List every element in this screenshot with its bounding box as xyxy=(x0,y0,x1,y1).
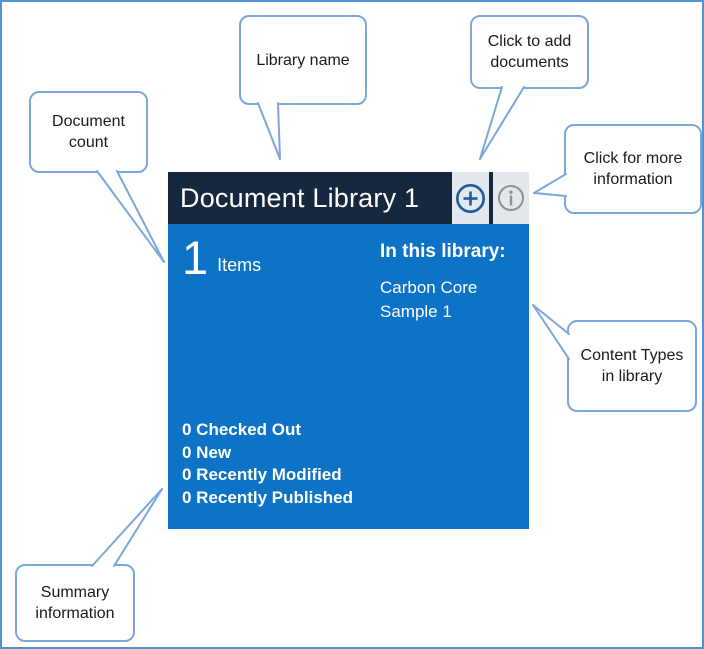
library-title: Document Library 1 xyxy=(180,182,420,213)
callout-document-count: Document count xyxy=(29,91,148,173)
item-count: 1 xyxy=(182,231,209,284)
callout-label: Content Types xyxy=(580,347,684,364)
item-count-label: Items xyxy=(217,255,262,275)
callout-label: information xyxy=(593,171,673,188)
tile-body: 1 Items In this library: Carbon Core Sam… xyxy=(168,224,529,529)
callout-label: count xyxy=(68,134,109,151)
summary-recently-published: 0 Recently Published xyxy=(182,487,353,507)
item-count-row: 1 Items xyxy=(182,234,261,281)
callout-label: Document xyxy=(52,113,125,130)
callout-label: information xyxy=(35,605,115,622)
info-circle-icon xyxy=(498,185,524,211)
content-type-item: Sample 1 xyxy=(380,302,452,321)
tile-header[interactable]: Document Library 1 xyxy=(168,172,529,224)
summary-recently-modified: 0 Recently Modified xyxy=(182,465,342,484)
summary-new: 0 New xyxy=(182,442,232,462)
callout-click-to-add: Click to add documents xyxy=(470,15,589,89)
in-library-heading: In this library: xyxy=(380,241,506,262)
callout-more-information: Click for more information xyxy=(564,124,702,214)
callout-tail xyxy=(257,102,281,160)
callout-tail xyxy=(91,488,163,567)
callout-label: Library name xyxy=(256,51,350,69)
content-type-item: Carbon Core xyxy=(380,278,478,297)
document-library-tile[interactable]: Document Library 1 xyxy=(168,172,529,529)
callout-summary-information: Summary information xyxy=(15,564,135,642)
callout-label: documents xyxy=(490,54,569,71)
callout-tail xyxy=(533,173,567,197)
callout-content-types: Content Types in library xyxy=(567,320,697,412)
header-buttons xyxy=(452,172,529,224)
callout-label: Click for more xyxy=(583,150,683,167)
callout-tail xyxy=(96,170,165,263)
more-information-button[interactable] xyxy=(493,172,529,224)
callout-label: in library xyxy=(601,368,663,385)
callout-label: Click to add xyxy=(487,33,572,50)
summary-section: 0 Checked Out 0 New 0 Recently Modified … xyxy=(182,419,353,509)
plus-circle-icon xyxy=(456,183,485,213)
summary-checked-out: 0 Checked Out xyxy=(182,420,302,439)
callout-tail xyxy=(532,304,570,360)
callout-library-name: Library name xyxy=(239,15,367,105)
callout-label: Summary xyxy=(40,584,110,601)
in-library-section: In this library: Carbon Core Sample 1 xyxy=(380,241,523,324)
callout-tail xyxy=(479,86,525,160)
add-documents-button[interactable] xyxy=(452,172,489,224)
